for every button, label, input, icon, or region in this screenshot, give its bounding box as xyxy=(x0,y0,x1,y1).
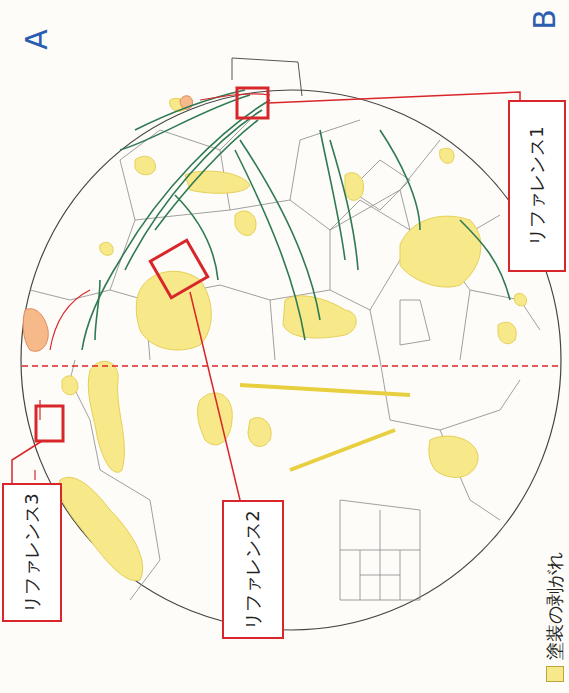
legend-swatch xyxy=(546,666,564,682)
orientation-letter: A xyxy=(19,29,54,50)
callout-label: リファレンス3 xyxy=(20,493,44,612)
callout-box: リファレンス2 xyxy=(222,500,284,639)
callout-box: リファレンス3 xyxy=(2,483,62,622)
callout-label: リファレンス1 xyxy=(525,126,549,245)
callout-label: リファレンス2 xyxy=(241,510,265,629)
legend-text: 塗装の剥がれ xyxy=(543,552,567,660)
orientation-letter: B xyxy=(527,9,562,30)
callout-box: リファレンス1 xyxy=(508,100,566,272)
